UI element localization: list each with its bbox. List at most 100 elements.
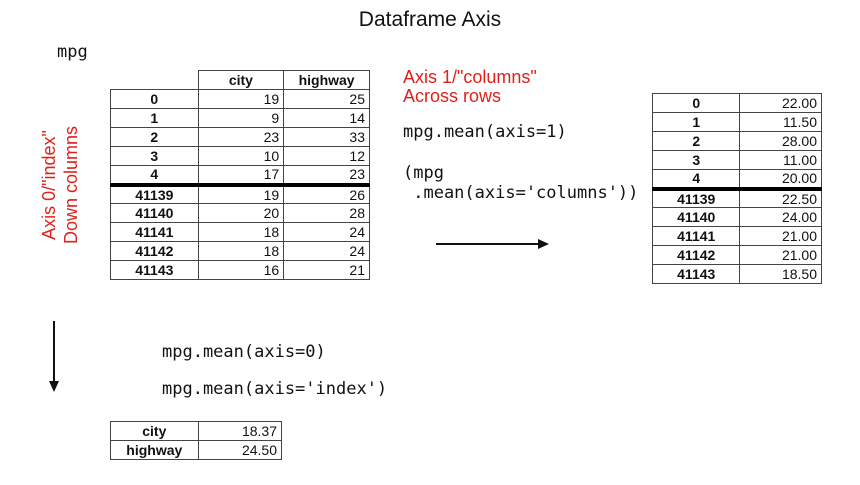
row-index-cell: 1	[651, 112, 741, 132]
column-header-city: city	[197, 70, 285, 90]
value-cell: 18.50	[739, 264, 822, 284]
value-cell: 22.50	[739, 188, 822, 208]
row-index-cell: 41143	[110, 260, 199, 280]
row-index-cell: 2	[110, 127, 199, 147]
row-index-cell: 1	[110, 108, 199, 128]
value-cell: 21.00	[739, 226, 822, 246]
row-index-cell: 3	[651, 150, 741, 170]
value-cell: 28	[283, 203, 370, 223]
code-mean-axis1: mpg.mean(axis=1)	[403, 122, 567, 142]
value-cell: 11.50	[739, 112, 822, 132]
value-cell: 22.00	[739, 93, 822, 113]
value-cell: 18	[197, 241, 285, 261]
value-cell: 24.50	[197, 440, 283, 460]
row-index-cell: 3	[110, 146, 199, 166]
axis0-label: Axis 0/"index" Down columns	[39, 120, 81, 250]
index-header	[110, 70, 199, 90]
value-cell: 25	[283, 89, 370, 109]
page-title: Dataframe Axis	[358, 8, 502, 31]
row-index-cell: highway	[110, 440, 199, 460]
value-cell: 16	[197, 260, 285, 280]
value-cell: 18	[197, 222, 285, 242]
value-cell: 26	[283, 184, 370, 204]
column-header-highway: highway	[283, 70, 370, 90]
value-cell: 12	[283, 146, 370, 166]
value-cell: 11.00	[739, 150, 822, 170]
value-cell: 9	[197, 108, 285, 128]
row-index-cell: 41143	[651, 264, 741, 284]
code-mean-axis0: mpg.mean(axis=0)	[162, 342, 326, 362]
value-cell: 21.00	[739, 245, 822, 265]
value-cell: 19	[197, 184, 285, 204]
axis1-label: Axis 1/"columns" Across rows	[403, 68, 537, 106]
variable-name: mpg	[57, 42, 88, 62]
row-index-cell: 2	[651, 131, 741, 151]
arrow-down-icon	[49, 381, 59, 392]
value-cell: 20	[197, 203, 285, 223]
row-index-cell: 41139	[651, 188, 741, 208]
axis1-label-line1: Axis 1/"columns"	[403, 67, 537, 87]
code-mean-columns: (mpg .mean(axis='columns'))	[403, 163, 638, 203]
axis1-label-line2: Across rows	[403, 86, 502, 106]
code-mean-columns-line1: (mpg	[403, 163, 444, 183]
axis0-label-line1: Axis 0/"index"	[39, 130, 59, 240]
arrow-right-shaft	[436, 243, 540, 245]
code-mean-index: mpg.mean(axis='index')	[162, 379, 388, 399]
value-cell: 24.00	[739, 207, 822, 227]
value-cell: 23	[283, 165, 370, 187]
table-header-row: city highway	[110, 70, 370, 90]
value-cell: 33	[283, 127, 370, 147]
value-cell: 10	[197, 146, 285, 166]
row-index-cell: 41141	[651, 226, 741, 246]
value-cell: 19	[197, 89, 285, 109]
value-cell: 20.00	[739, 169, 822, 191]
row-index-cell: 4	[651, 169, 741, 191]
value-cell: 17	[197, 165, 285, 187]
row-index-cell: 41140	[110, 203, 199, 223]
axis0-label-line2: Down columns	[61, 125, 81, 245]
row-index-cell: 0	[110, 89, 199, 109]
code-mean-columns-line2: .mean(axis='columns'))	[403, 183, 639, 203]
row-index-cell: 41142	[110, 241, 199, 261]
row-index-cell: 41140	[651, 207, 741, 227]
value-cell: 23	[197, 127, 285, 147]
value-cell: 21	[283, 260, 370, 280]
row-index-cell: 4	[110, 165, 199, 187]
row-index-cell: 41141	[110, 222, 199, 242]
row-index-cell: 41142	[651, 245, 741, 265]
row-index-cell: 0	[651, 93, 741, 113]
value-cell: 18.37	[197, 421, 283, 441]
value-cell: 28.00	[739, 131, 822, 151]
value-cell: 14	[283, 108, 370, 128]
arrow-down-shaft	[53, 321, 55, 383]
value-cell: 24	[283, 241, 370, 261]
row-index-cell: city	[110, 421, 199, 441]
arrow-right-icon	[538, 239, 549, 249]
row-index-cell: 41139	[110, 184, 199, 204]
